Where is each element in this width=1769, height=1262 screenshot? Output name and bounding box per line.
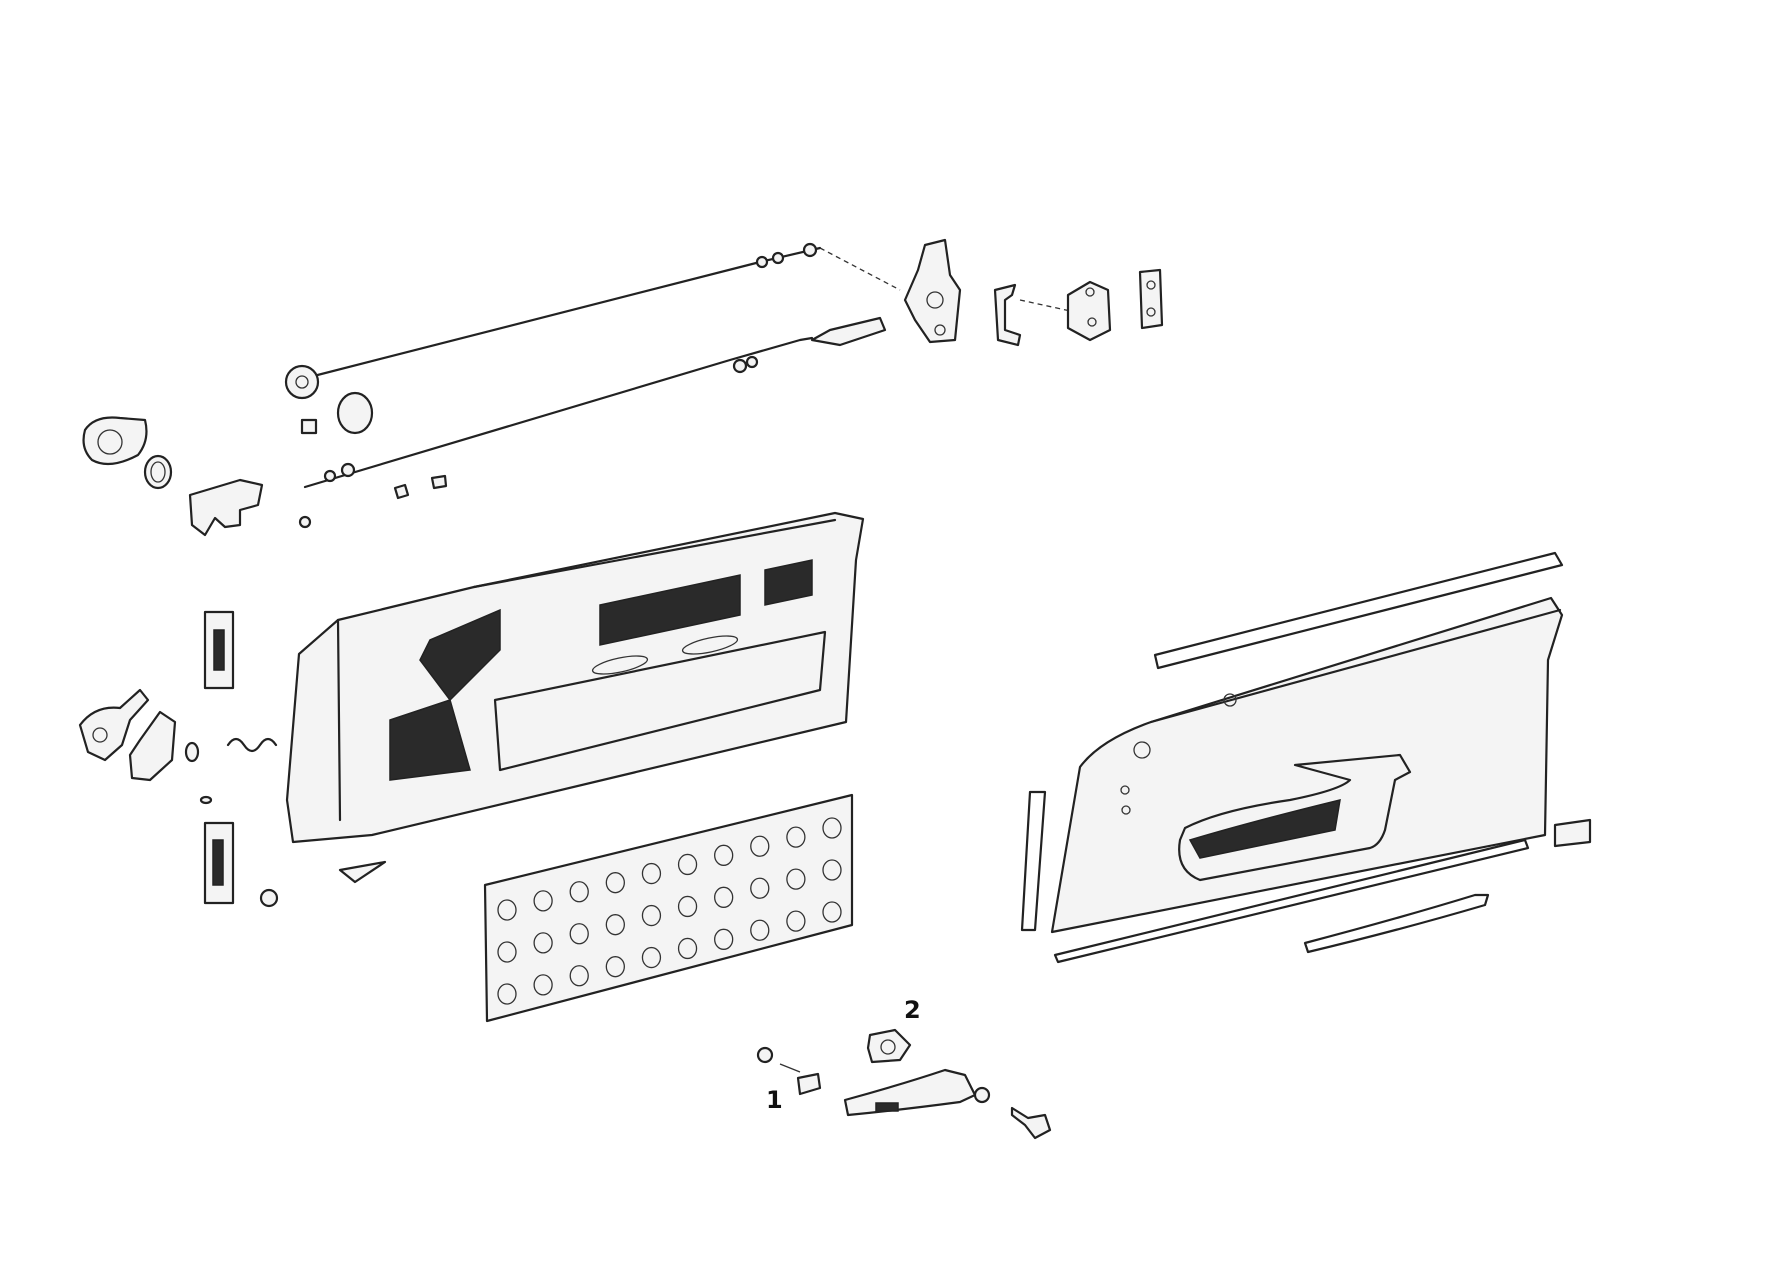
perforation-hole [786, 910, 806, 932]
perforation-hole [641, 862, 662, 885]
perforation-hole [497, 899, 517, 921]
perforation-hole [714, 886, 734, 908]
door-latch [903, 238, 1164, 347]
perforation-hole [750, 877, 770, 899]
perforation-hole [641, 946, 662, 969]
perforation-hole [822, 859, 842, 881]
perforation-hole [497, 983, 517, 1005]
callout-2: 2 [904, 996, 921, 1024]
perforation-hole [822, 901, 842, 923]
perforation-hole [605, 956, 625, 978]
perforation-hole [786, 826, 806, 848]
inner-door-frame [285, 511, 865, 884]
perforation-hole [569, 965, 589, 987]
outside-door-handle [756, 1028, 1052, 1140]
perforation-hole [533, 974, 553, 996]
lock-rods [296, 242, 901, 489]
perforation-hole [569, 923, 589, 945]
inner-handle-parts [82, 364, 448, 537]
perforation-hole [714, 928, 734, 950]
perforation-hole [677, 895, 698, 918]
perforation-hole [822, 817, 842, 839]
door-hinges [78, 610, 279, 908]
outer-door-panel [1020, 551, 1592, 964]
perforation-hole [750, 835, 770, 857]
perforation-hole [641, 904, 662, 927]
perforation-hole [714, 844, 734, 866]
perforation-hole [677, 937, 698, 960]
perforation-hole [605, 872, 625, 894]
perforation-hole [569, 881, 589, 903]
perforation-hole [750, 919, 770, 941]
perforation-hole [533, 932, 553, 954]
perforation-hole [605, 914, 625, 936]
perforation-hole [786, 868, 806, 890]
perforation-hole [533, 890, 553, 912]
perforation-hole [677, 853, 698, 876]
perforation-hole [497, 941, 517, 963]
perforated-sheet [483, 793, 854, 1023]
callout-1: 1 [766, 1086, 783, 1114]
